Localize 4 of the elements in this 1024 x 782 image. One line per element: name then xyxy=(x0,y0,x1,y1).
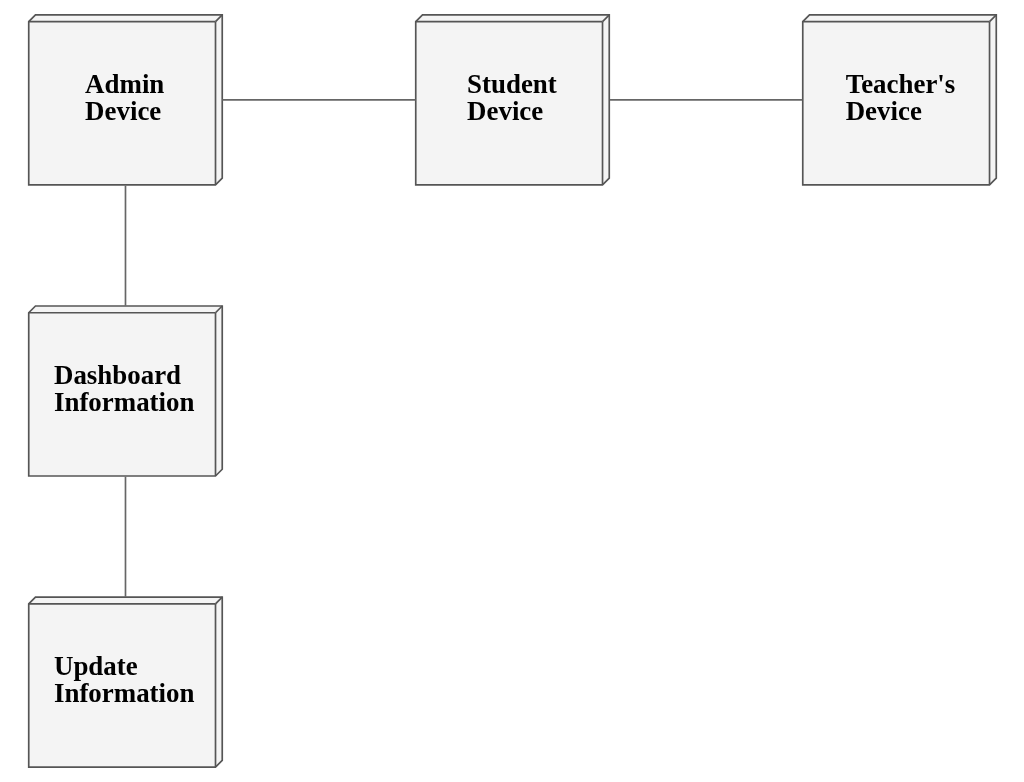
connector xyxy=(220,99,416,101)
connector xyxy=(608,99,803,101)
connector xyxy=(124,475,126,598)
connector xyxy=(124,184,126,307)
